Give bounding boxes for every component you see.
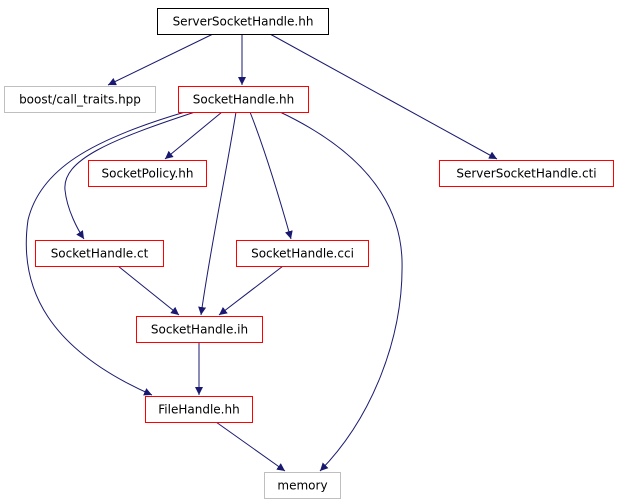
node-socket-handle-cci[interactable]: SocketHandle.cci: [236, 240, 369, 267]
node-box: [264, 472, 341, 499]
edge-server-socket-handle-hh-to-server-socket-handle-cti: [269, 33, 498, 160]
node-label: ServerSocketHandle.hh: [173, 15, 314, 29]
node-label: SocketHandle.hh: [193, 93, 295, 107]
node-socket-policy-hh[interactable]: SocketPolicy.hh: [88, 160, 207, 187]
node-socket-handle-hh[interactable]: SocketHandle.hh: [178, 86, 309, 113]
node-label: FileHandle.hh: [158, 403, 239, 417]
edge-socket-handle-hh-to-socket-policy-hh: [164, 111, 223, 160]
node-box: [136, 316, 263, 343]
node-boost-call-traits-hpp: boost/call_traits.hpp: [4, 86, 156, 113]
node-label: boost/call_traits.hpp: [19, 93, 141, 107]
node-label: memory: [277, 479, 327, 493]
node-label: ServerSocketHandle.cti: [456, 167, 596, 181]
node-box: [88, 160, 207, 187]
node-box: [35, 240, 164, 267]
edge-socket-handle-hh-to-file-handle-hh: [25, 111, 186, 396]
edge-socket-handle-hh-to-memory: [279, 111, 403, 472]
node-box: [4, 86, 156, 113]
edge-file-handle-hh-to-memory: [215, 421, 286, 472]
node-box: [178, 86, 309, 113]
edge-socket-handle-hh-to-socket-handle-ih: [198, 111, 237, 316]
node-server-socket-handle-cti[interactable]: ServerSocketHandle.cti: [439, 160, 614, 187]
edge-socket-handle-cci-to-socket-handle-ih: [218, 265, 284, 316]
edge-server-socket-handle-hh-to-boost-call-traits-hpp: [107, 33, 214, 86]
node-box: [145, 396, 253, 423]
node-box: [439, 160, 614, 187]
node-label: SocketHandle.ct: [51, 247, 149, 261]
node-box: [236, 240, 369, 267]
edges-layer: [25, 33, 498, 472]
node-memory: memory: [264, 472, 341, 499]
edge-socket-handle-hh-to-socket-handle-cci: [249, 111, 293, 240]
node-label: SocketHandle.cci: [251, 247, 354, 261]
edge-socket-handle-hh-to-socket-handle-ct: [64, 111, 196, 240]
node-label: SocketHandle.ih: [151, 323, 248, 337]
node-server-socket-handle-hh[interactable]: ServerSocketHandle.hh: [157, 8, 329, 35]
node-file-handle-hh[interactable]: FileHandle.hh: [145, 396, 253, 423]
nodes-layer: ServerSocketHandle.hh boost/call_traits.h…: [4, 8, 614, 499]
node-socket-handle-ih[interactable]: SocketHandle.ih: [136, 316, 263, 343]
node-box: [157, 8, 329, 35]
node-label: SocketPolicy.hh: [102, 167, 194, 181]
edge-socket-handle-ct-to-socket-handle-ih: [117, 265, 180, 316]
node-socket-handle-ct[interactable]: SocketHandle.ct: [35, 240, 164, 267]
